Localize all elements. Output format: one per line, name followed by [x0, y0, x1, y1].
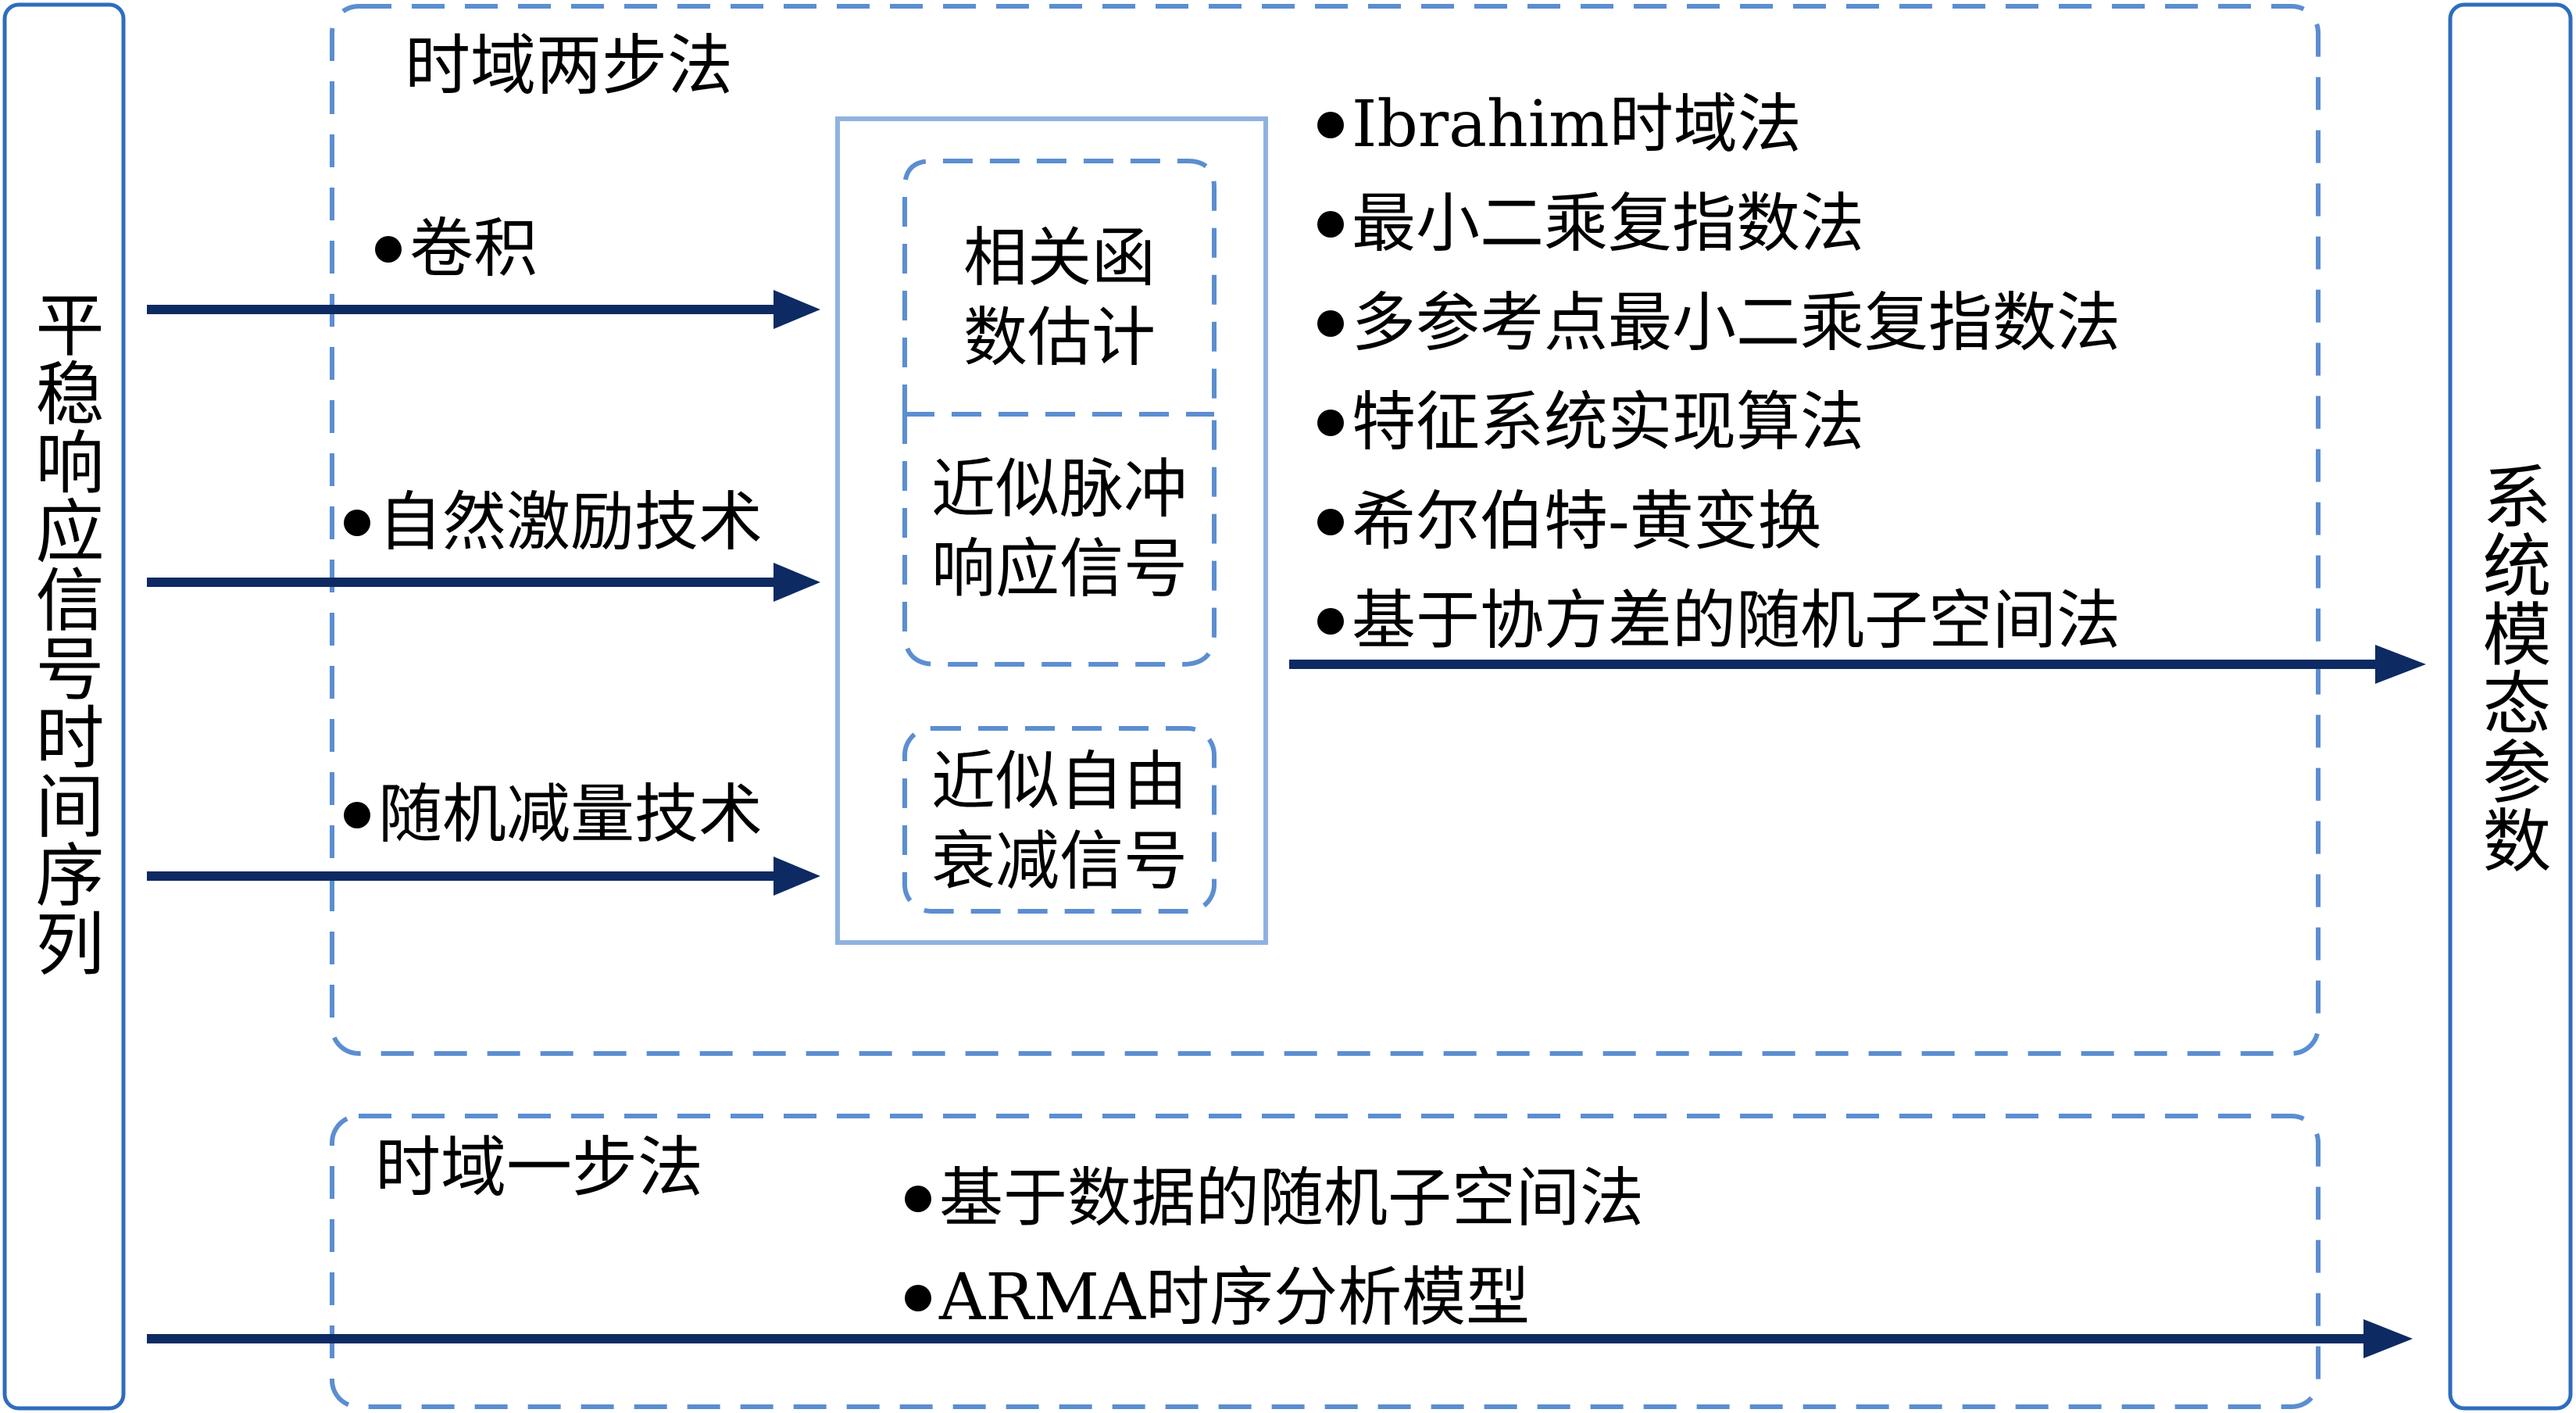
arrow-to-output-two-step — [1289, 645, 2426, 684]
technique-convolution-text: 卷积 — [409, 212, 538, 286]
list-item: 基于协方差的随机子空间法 — [1317, 571, 2120, 671]
list-item: 基于数据的随机子空间法 — [905, 1149, 1644, 1248]
bullet-icon — [1317, 111, 1344, 138]
modal-parameters-label: 系统模态参数 — [2471, 461, 2552, 874]
method-prce: 多参考点最小二乘复指数法 — [1352, 286, 2121, 360]
free-decay-label: 近似自由 衰减信号 — [905, 742, 1214, 902]
impulse-response-label: 近似脉冲 响应信号 — [905, 450, 1214, 610]
bullet-icon — [1317, 210, 1344, 238]
free-decay-line-2: 衰减信号 — [931, 825, 1188, 899]
intermediate-box — [835, 116, 1268, 945]
impulse-line-2: 响应信号 — [931, 532, 1188, 606]
bullet-icon — [1317, 607, 1344, 635]
two-step-region — [330, 4, 2321, 1056]
bullet-icon — [344, 509, 370, 536]
input-box — [2, 2, 126, 1411]
one-step-methods-list: 基于数据的随机子空间法 ARMA时序分析模型 — [905, 1149, 1644, 1347]
method-data-ssi: 基于数据的随机子空间法 — [939, 1161, 1645, 1236]
one-step-region — [330, 1114, 2321, 1409]
bullet-icon — [905, 1185, 931, 1212]
method-arma: ARMA时序分析模型 — [939, 1261, 1531, 1335]
two-step-methods-list: Ibrahim时域法 最小二乘复指数法 多参考点最小二乘复指数法 特征系统实现算… — [1317, 75, 2120, 671]
one-step-title: 时域一步法 — [375, 1129, 704, 1206]
technique-natural-excitation: 自然激励技术 — [344, 491, 763, 555]
correlation-line-2: 数估计 — [963, 301, 1156, 375]
bullet-icon — [1317, 309, 1344, 337]
bullet-icon — [1317, 409, 1344, 436]
output-box — [2448, 2, 2573, 1411]
correlation-line-1: 相关函 — [963, 221, 1156, 295]
two-step-title: 时域两步法 — [405, 27, 734, 104]
impulse-subbox — [902, 414, 1217, 667]
list-item: 多参考点最小二乘复指数法 — [1317, 274, 2120, 373]
arrow-to-output-one-step — [147, 1319, 2413, 1358]
method-era: 特征系统实现算法 — [1352, 385, 1865, 460]
bullet-icon — [905, 1284, 931, 1311]
impulse-line-1: 近似脉冲 — [931, 453, 1188, 527]
list-item: Ibrahim时域法 — [1317, 75, 2120, 174]
list-item: 最小二乘复指数法 — [1317, 174, 2120, 274]
technique-random-decrement: 随机减量技术 — [344, 783, 763, 847]
arrow-random-decrement — [147, 857, 820, 896]
correlation-estimate-label: 相关函 数估计 — [905, 219, 1214, 378]
technique-natural-excitation-text: 自然激励技术 — [378, 485, 763, 560]
list-item: 特征系统实现算法 — [1317, 373, 2120, 472]
method-hht: 希尔伯特-黄变换 — [1352, 485, 1822, 559]
arrow-convolution — [147, 290, 820, 329]
correlation-subbox — [902, 159, 1217, 414]
arrow-natural-excitation — [147, 563, 820, 602]
bullet-icon — [1317, 508, 1344, 535]
bullet-icon — [375, 235, 402, 263]
list-item: 希尔伯特-黄变换 — [1317, 472, 2120, 571]
method-cov-ssi: 基于协方差的随机子空间法 — [1352, 584, 2121, 658]
technique-random-decrement-text: 随机减量技术 — [378, 778, 763, 852]
list-item: ARMA时序分析模型 — [905, 1248, 1644, 1347]
technique-convolution: 卷积 — [375, 217, 538, 281]
method-lscе: 最小二乘复指数法 — [1352, 187, 1865, 261]
bullet-icon — [344, 801, 370, 828]
free-decay-line-1: 近似自由 — [931, 745, 1188, 819]
input-signal-label: 平稳响应信号时间序列 — [24, 289, 105, 977]
method-ibrahim: Ibrahim时域法 — [1352, 88, 1802, 162]
